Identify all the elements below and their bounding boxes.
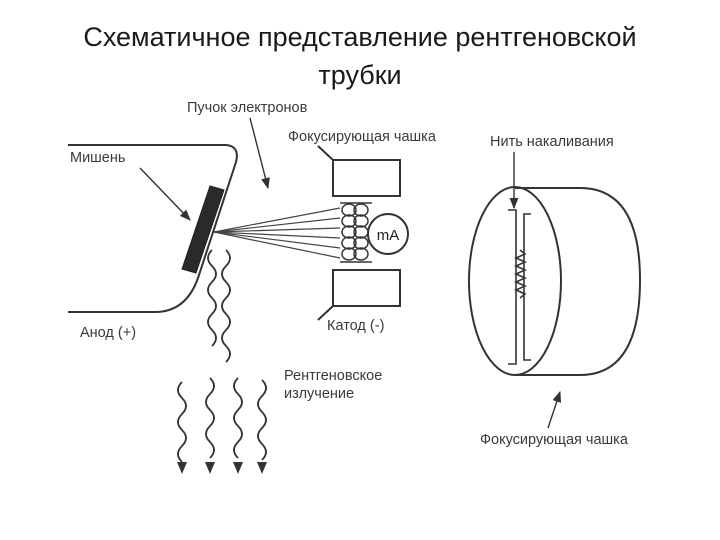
label-anode: Анод (+) — [80, 325, 137, 341]
cathode-focusing-cup — [317, 145, 401, 321]
label-target: Мишень — [70, 150, 126, 166]
label-focusing-cup-top: Фокусирующая чашка — [288, 129, 436, 145]
label-cathode: Катод (-) — [327, 318, 385, 334]
electron-beam-lines — [213, 207, 341, 259]
slide-title: Схематичное представление рентгеновской … — [40, 18, 680, 94]
xray-arrowheads — [177, 462, 267, 474]
pointer-arrows — [139, 117, 562, 429]
label-focusing-cup-bottom: Фокусирующая чашка — [480, 432, 628, 448]
filament-coils — [340, 202, 372, 263]
label-electron-beam: Пучок электронов — [187, 100, 308, 116]
title-line-1: Схематичное представление рентгеновской — [83, 22, 637, 52]
xray-waves — [177, 249, 267, 463]
target-plate — [181, 185, 225, 274]
meter-label: mA — [377, 227, 400, 244]
label-xray-line2: излучение — [284, 386, 355, 402]
milliammeter — [367, 213, 409, 255]
cup-filament — [508, 209, 531, 365]
focusing-cup-front — [468, 186, 642, 376]
anode-outline — [68, 144, 238, 313]
label-xray-line1: Рентгеновское — [284, 368, 383, 384]
title-line-2: трубки — [318, 60, 402, 90]
label-filament: Нить накаливания — [490, 134, 614, 150]
